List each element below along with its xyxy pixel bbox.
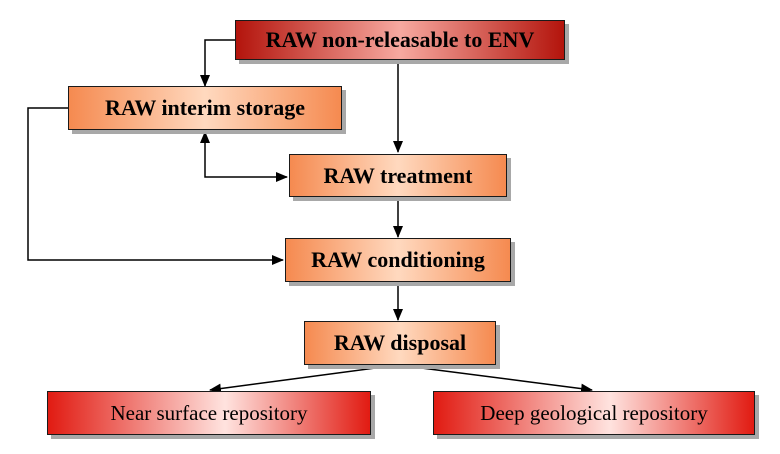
node-interim-storage: RAW interim storage bbox=[68, 86, 342, 130]
node-disposal: RAW disposal bbox=[304, 321, 496, 365]
arrow-disposal-to-near-surface bbox=[209, 364, 399, 394]
arrow-disposal-to-deep-geological bbox=[397, 364, 593, 394]
node-non-releasable: RAW non-releasable to ENV bbox=[235, 20, 565, 60]
node-deep-geological-repository: Deep geological repository bbox=[433, 391, 755, 435]
node-near-surface-repository: Near surface repository bbox=[47, 391, 371, 435]
arrow-interim-treatment bbox=[200, 131, 288, 182]
arrow-top-to-interim bbox=[200, 39, 235, 87]
node-conditioning: RAW conditioning bbox=[285, 238, 511, 282]
node-treatment: RAW treatment bbox=[289, 154, 507, 197]
arrow-interim-to-conditioning bbox=[27, 107, 284, 265]
